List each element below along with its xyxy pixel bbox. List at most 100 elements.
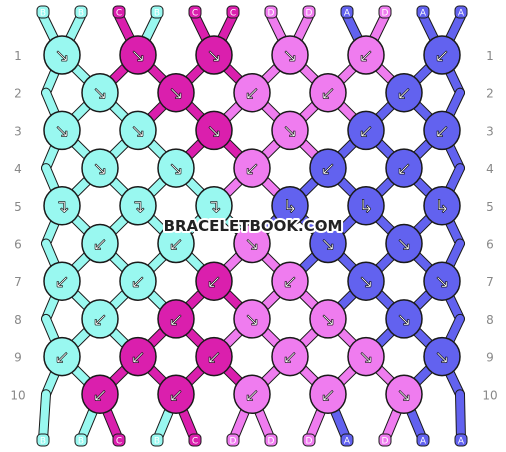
row-number-left: 10: [10, 388, 25, 402]
knot-circle: [385, 148, 423, 188]
top-string-end: [416, 5, 430, 19]
knot-circle: [347, 336, 385, 377]
knot[interactable]: ↙: [271, 261, 309, 301]
knot-arrow-icon: ↙: [358, 46, 373, 67]
knot-arrow-icon: ↘: [244, 309, 259, 330]
knot[interactable]: ↙: [385, 72, 423, 113]
row-number-right: 2: [486, 87, 494, 101]
knot-arrow-icon: ↙: [320, 385, 335, 406]
knot[interactable]: ↙: [309, 148, 347, 188]
bottom-string-end-letter: D: [306, 437, 313, 447]
knot[interactable]: ↘: [423, 261, 461, 301]
knot-arrow-icon: ↘: [320, 234, 335, 255]
row-number-left: 2: [14, 87, 22, 101]
knot[interactable]: ↙: [119, 261, 157, 301]
knot[interactable]: ↘: [385, 374, 423, 415]
knot[interactable]: ↘: [119, 110, 157, 151]
knot[interactable]: ↘: [347, 261, 385, 301]
knot[interactable]: ↘: [195, 35, 233, 75]
knot-arrow-icon: ↘: [92, 159, 107, 180]
knot-arrow-icon: ↙: [92, 234, 107, 255]
knot[interactable]: ↘: [81, 148, 119, 188]
knot[interactable]: ↙: [423, 35, 461, 75]
knot-circle: [347, 186, 385, 226]
knot-circle: [309, 299, 347, 339]
knot-arrow-icon: ↘: [54, 46, 69, 67]
knot-arrow-icon: ↳: [434, 196, 449, 217]
knot[interactable]: ↙: [347, 110, 385, 151]
bottom-string-end-letter: A: [458, 437, 465, 447]
knot[interactable]: ↘: [157, 72, 195, 113]
knot-arrow-icon: ↘: [130, 121, 145, 142]
top-string-end: [302, 5, 316, 19]
knot[interactable]: ↙: [271, 336, 309, 377]
knot-arrow-icon: ↙: [282, 272, 297, 293]
knot-circle: [157, 148, 195, 188]
knot[interactable]: ↘: [347, 336, 385, 377]
knot-arrow-icon: ↘: [206, 121, 221, 142]
knot[interactable]: ↙: [81, 374, 119, 415]
knot-arrow-icon: ↘: [168, 159, 183, 180]
knot[interactable]: ↙: [157, 374, 195, 415]
knot-circle: [195, 35, 233, 75]
knot-arrow-icon: ↘: [434, 272, 449, 293]
bottom-string-end: [264, 433, 278, 447]
top-string-end-letter: C: [230, 9, 236, 19]
knot-circle: [119, 261, 157, 301]
knot[interactable]: ↙: [385, 148, 423, 188]
knot[interactable]: ↙: [81, 299, 119, 339]
knot[interactable]: ↙: [195, 336, 233, 377]
knot-arrow-icon: ↙: [320, 159, 335, 180]
knot[interactable]: ↙: [119, 336, 157, 377]
knot[interactable]: ↘: [423, 336, 461, 377]
knot[interactable]: ↘: [157, 148, 195, 188]
knot[interactable]: ↴: [195, 186, 233, 226]
knot[interactable]: ↙: [43, 336, 81, 377]
knot[interactable]: ↘: [385, 223, 423, 264]
knot[interactable]: ↘: [309, 299, 347, 339]
knot[interactable]: ↘: [271, 35, 309, 75]
knot[interactable]: ↳: [271, 186, 309, 226]
knot[interactable]: ↙: [233, 374, 271, 415]
knot[interactable]: ↙: [233, 72, 271, 113]
knot[interactable]: ↘: [271, 110, 309, 151]
knot-circle: [81, 223, 119, 264]
knot[interactable]: ↘: [309, 223, 347, 264]
knot-circle: [271, 336, 309, 377]
knot-circle: [271, 186, 309, 226]
knot[interactable]: ↙: [81, 223, 119, 264]
top-string-end-letter: B: [154, 9, 160, 19]
knot[interactable]: ↳: [423, 186, 461, 226]
knot-circle: [423, 336, 461, 377]
knot-circle: [385, 299, 423, 339]
knot-arrow-icon: ↙: [244, 159, 259, 180]
knot[interactable]: ↙: [309, 374, 347, 415]
knot[interactable]: ↴: [43, 186, 81, 226]
knot[interactable]: ↳: [347, 186, 385, 226]
knot-circle: [309, 72, 347, 113]
knot-arrow-icon: ↘: [130, 46, 145, 67]
knot[interactable]: ↙: [423, 110, 461, 151]
knot[interactable]: ↙: [309, 72, 347, 113]
knot[interactable]: ↙: [233, 148, 271, 188]
knot[interactable]: ↙: [157, 299, 195, 339]
knot[interactable]: ↙: [157, 223, 195, 264]
knot-circle: [43, 336, 81, 377]
knot-circle: [195, 261, 233, 301]
knot[interactable]: ↘: [43, 35, 81, 75]
knot[interactable]: ↙: [43, 261, 81, 301]
knot[interactable]: ↘: [233, 299, 271, 339]
bottom-string-end-letter: B: [78, 437, 84, 447]
knot-circle: [385, 72, 423, 113]
knot[interactable]: ↘: [119, 35, 157, 75]
knot[interactable]: ↘: [233, 223, 271, 264]
knot[interactable]: ↙: [347, 35, 385, 75]
knot[interactable]: ↘: [43, 110, 81, 151]
knot-circle: [233, 148, 271, 188]
knot[interactable]: ↘: [195, 110, 233, 151]
knot[interactable]: ↘: [81, 72, 119, 113]
knot[interactable]: ↴: [119, 186, 157, 226]
knot[interactable]: ↙: [195, 261, 233, 301]
knot[interactable]: ↘: [385, 299, 423, 339]
